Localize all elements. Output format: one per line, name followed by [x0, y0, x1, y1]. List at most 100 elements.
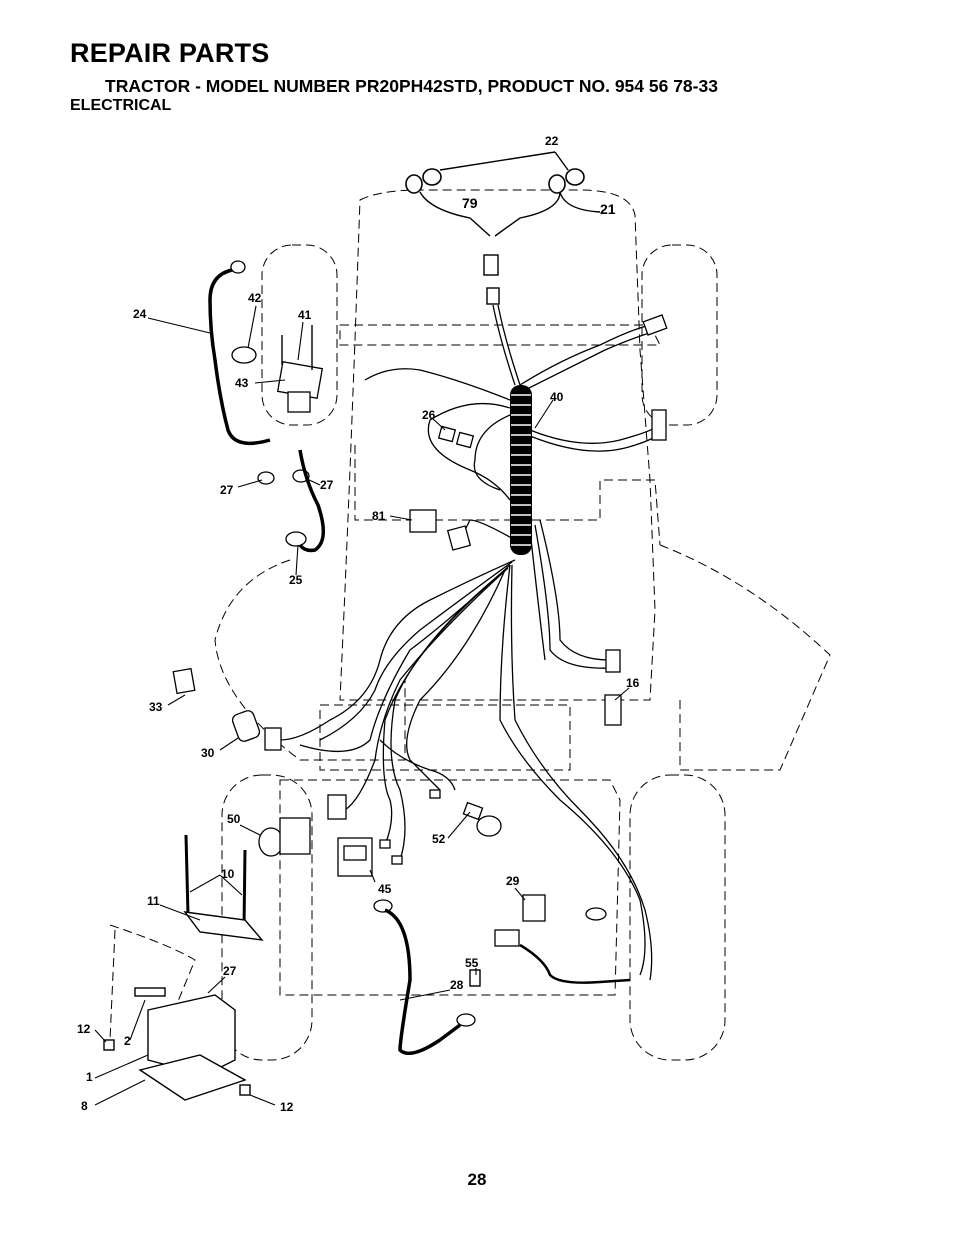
- main-harness: [279, 304, 666, 981]
- deck-outline: [279, 779, 621, 996]
- battery-hardware: [103, 834, 481, 1101]
- connector-right-upper: [642, 314, 668, 336]
- connector-b: [379, 839, 391, 849]
- nut-27a: [257, 471, 275, 485]
- callout-2: 2: [124, 1034, 131, 1048]
- connector-right-lower: [651, 409, 667, 441]
- switch-29: [522, 894, 546, 922]
- callout-16: 16: [626, 676, 640, 690]
- harness-conduit: [510, 385, 532, 555]
- battery-tray-8: [138, 1054, 247, 1101]
- bolt-2: [134, 987, 166, 997]
- connector-block: [327, 794, 347, 820]
- fuse-26b: [455, 431, 475, 449]
- connector-c: [391, 855, 403, 865]
- connector-16-plug: [605, 649, 621, 673]
- callout-27a: 27: [220, 483, 234, 497]
- callout-40: 40: [550, 390, 564, 404]
- section-title: ELECTRICAL: [70, 97, 172, 114]
- relay-81: [409, 509, 437, 533]
- connector-a: [429, 789, 441, 799]
- leader-lines: [94, 305, 630, 1106]
- lamp-socket-52: [462, 801, 484, 821]
- headlight-left: [422, 168, 442, 186]
- headlights: [405, 168, 585, 194]
- connector-81: [446, 525, 472, 551]
- battery-1: [147, 994, 236, 1076]
- page-number: 28: [467, 1170, 487, 1189]
- tractor-outline: [109, 189, 831, 1061]
- screw-55: [469, 969, 481, 987]
- callout-11: 11: [147, 894, 160, 908]
- switch-50: [279, 817, 311, 855]
- lower-outline: [109, 929, 116, 1041]
- callout-12a: 12: [77, 1022, 91, 1036]
- callout-52: 52: [432, 832, 446, 846]
- callout-22: 22: [545, 134, 559, 148]
- callout-33: 33: [149, 700, 163, 714]
- bolt-41: [281, 325, 313, 370]
- page-title: REPAIR PARTS: [70, 38, 270, 68]
- frame-outline: [354, 445, 661, 546]
- right-fender-outline: [659, 544, 831, 771]
- page-subtitle: TRACTOR - MODEL NUMBER PR20PH42STD, PROD…: [105, 76, 718, 96]
- callout-26: 26: [422, 408, 436, 422]
- battery-tray-outline: [109, 924, 196, 1046]
- callout-25: 25: [289, 573, 303, 587]
- callout-10: 10: [221, 867, 235, 881]
- callout-42: 42: [248, 291, 262, 305]
- ring-45: [373, 899, 393, 913]
- meter-face-45: [343, 845, 367, 861]
- front-left-wheel: [261, 244, 338, 426]
- front-right-wheel: [641, 244, 718, 426]
- headlight-leaders: [419, 151, 601, 305]
- callout-1: 1: [86, 1070, 93, 1084]
- callout-27b: 27: [320, 478, 334, 492]
- callout-12b: 12: [280, 1100, 294, 1114]
- callout-55: 55: [465, 956, 479, 970]
- ignition-30: [231, 710, 261, 742]
- callout-29: 29: [506, 874, 520, 888]
- hold-down-rod-b: [242, 849, 247, 929]
- ring-25: [285, 531, 307, 547]
- nut-12b: [239, 1084, 251, 1096]
- callout-labels: 22 79 21 24 42 41 43 40 26 27 27 81 25 1…: [77, 134, 640, 1114]
- fuse-26a: [437, 425, 457, 443]
- plug-30: [264, 727, 282, 751]
- callout-8: 8: [81, 1099, 88, 1113]
- callout-24: 24: [133, 307, 147, 321]
- hold-down-bracket-11: [183, 911, 264, 941]
- ring-24: [230, 260, 246, 274]
- cable-28: [384, 908, 462, 1056]
- callout-81: 81: [372, 509, 386, 523]
- conduit-ribs: [511, 394, 531, 546]
- rear-right-wheel: [629, 774, 726, 1061]
- callout-28: 28: [450, 978, 464, 992]
- left-fender-outline: [214, 559, 406, 761]
- callout-45: 45: [378, 882, 392, 896]
- front-axle-outline: [339, 324, 661, 346]
- hood-outline: [339, 189, 656, 701]
- callout-50: 50: [227, 812, 241, 826]
- cable-24: [208, 268, 271, 446]
- lamp-52: [476, 815, 502, 837]
- callout-41: 41: [298, 308, 312, 322]
- ring-29: [585, 907, 607, 921]
- callout-43: 43: [235, 376, 249, 390]
- coiled-cord: [519, 943, 631, 984]
- callout-21: 21: [600, 201, 616, 217]
- rear-left-wheel: [221, 774, 313, 1061]
- callout-79: 79: [462, 195, 478, 211]
- switch-33: [172, 667, 196, 695]
- seat-outline: [319, 704, 571, 771]
- boot-42: [231, 346, 257, 364]
- headlight-right: [565, 168, 585, 186]
- callout-30: 30: [201, 746, 215, 760]
- connector-16: [604, 694, 622, 726]
- nut-12a: [103, 1039, 115, 1051]
- callout-27c: 27: [223, 964, 237, 978]
- connector-29: [494, 929, 520, 947]
- solenoid-body: [287, 391, 311, 413]
- hold-down-rod-a: [184, 834, 190, 916]
